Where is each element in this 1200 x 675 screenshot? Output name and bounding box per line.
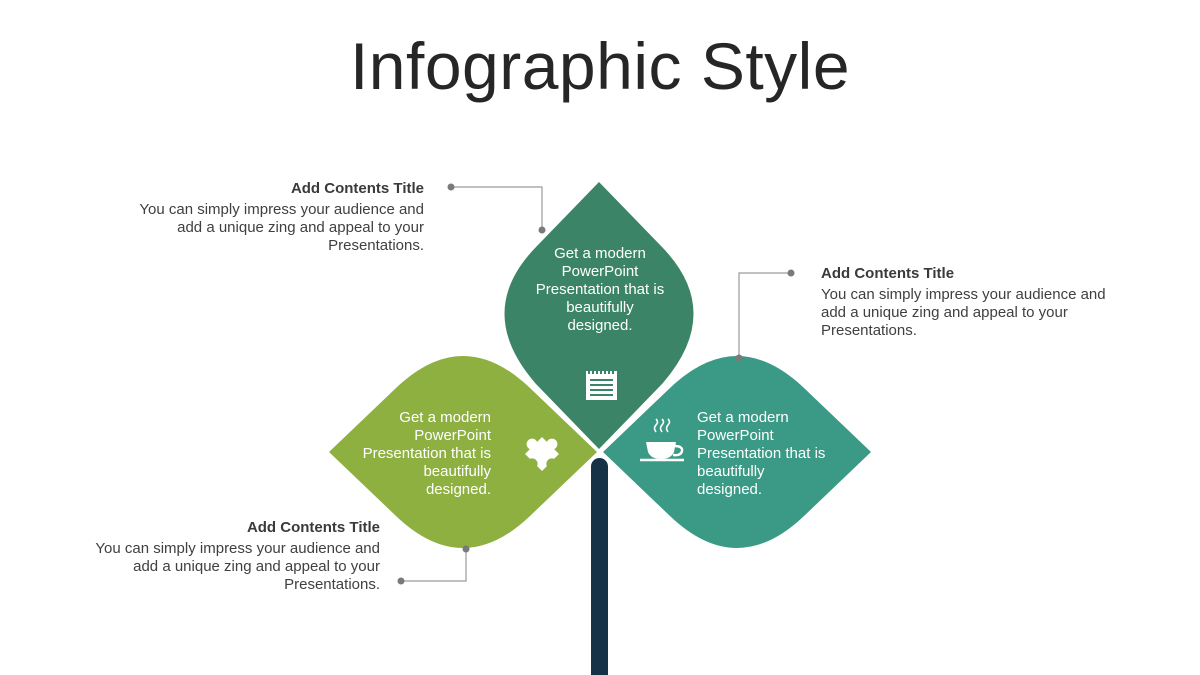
connector-bottom-left: [401, 549, 467, 582]
callout-right: Add Contents Title You can simply impres…: [821, 265, 1111, 340]
connector-dot: [397, 577, 405, 585]
leaf-right-text: Get a modern PowerPoint Presentation tha…: [697, 409, 826, 498]
connector-dot: [447, 183, 455, 191]
leaf-top-text: Get a modern PowerPoint Presentation tha…: [535, 245, 665, 334]
coffee-cup-icon: [640, 418, 684, 462]
callout-top-left: Add Contents Title You can simply impres…: [134, 180, 424, 255]
callout-title: Add Contents Title: [821, 265, 955, 282]
coffee-cup-body: [646, 442, 676, 459]
stem: [591, 458, 608, 675]
connector-top-left: [451, 186, 543, 230]
callout-body: You can simply impress your audience and…: [95, 540, 380, 593]
leaf-right: [603, 356, 871, 548]
callout-title: Add Contents Title: [290, 180, 424, 197]
notepad-icon: [586, 369, 617, 400]
connector-dot: [735, 354, 743, 362]
callout-bottom-left: Add Contents Title You can simply impres…: [90, 519, 380, 594]
leaf-top: [504, 182, 694, 449]
connector-right: [738, 272, 791, 358]
connector-dot: [462, 545, 470, 553]
callout-body: You can simply impress your audience and…: [821, 286, 1106, 339]
connector-dot: [538, 226, 546, 234]
callout-body: You can simply impress your audience and…: [139, 201, 424, 254]
leaf-left-text: Get a modern PowerPoint Presentation tha…: [362, 409, 491, 498]
page-title: Infographic Style: [349, 29, 851, 103]
puzzle-icon: [525, 437, 559, 471]
callout-title: Add Contents Title: [246, 519, 380, 536]
leaf-left: [329, 356, 597, 548]
connector-dot: [787, 269, 795, 277]
